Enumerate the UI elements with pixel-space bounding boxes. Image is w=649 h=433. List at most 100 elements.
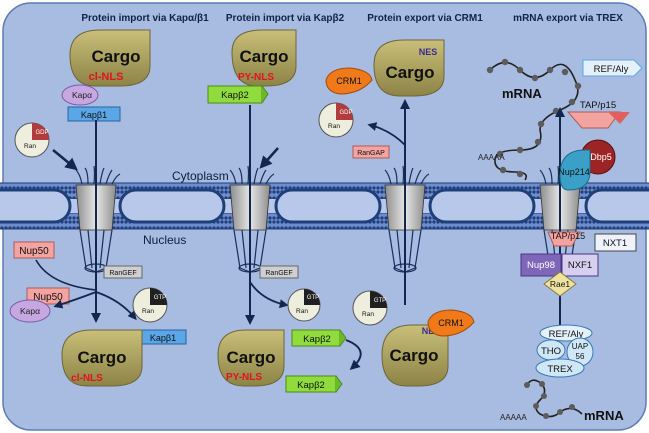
svg-text:GTP: GTP: [374, 298, 386, 304]
svg-text:Rae1: Rae1: [550, 279, 571, 289]
tap-p15-top: TAP/p15: [566, 100, 630, 129]
arrow-to-kapb2-ran: [249, 281, 289, 309]
svg-text:Cargo: Cargo: [239, 47, 288, 66]
arrow-ran-release: [367, 122, 406, 146]
svg-text:RanGEF: RanGEF: [109, 270, 136, 277]
svg-text:REF/Aly: REF/Aly: [549, 329, 584, 340]
tap-p15-bottom: TAP/p15: [547, 231, 585, 247]
mrna-label-bottom: mRNA: [584, 408, 624, 423]
svg-text:Cargo: Cargo: [385, 63, 434, 82]
nup50-top: Nup50: [13, 241, 55, 259]
header-trex: mRNA export via TREX: [513, 13, 623, 24]
kapb1-bottom: Kapβ1: [139, 329, 187, 345]
nes-label-top: NES: [419, 47, 438, 57]
svg-text:GDP: GDP: [35, 130, 48, 136]
kapa-top: Kapα: [61, 84, 99, 106]
cargo-nes-top: Cargo: [373, 39, 445, 97]
ran-gdp-col1: GDP Ran: [14, 122, 50, 158]
rangef-col1: RanGEF: [103, 265, 143, 279]
header-kapb2: Protein import via Kapβ2: [226, 13, 345, 24]
arrow-kapb2-recycle: [345, 339, 362, 371]
svg-text:THO: THO: [541, 346, 561, 357]
arrow-nup50: [35, 259, 97, 291]
svg-text:Ran: Ran: [142, 308, 154, 315]
cl-nls-label-bottom: cl-NLS: [71, 373, 103, 384]
tho: THO: [536, 339, 566, 361]
svg-text:Kapα: Kapα: [72, 90, 92, 100]
nucleus-label: Nucleus: [143, 233, 186, 247]
nxt1: NXT1: [594, 233, 637, 252]
cargo-py-nls-bottom: Cargo: [217, 329, 285, 387]
ran-gtp-col1: GTP Ran: [132, 287, 168, 323]
svg-text:Cargo: Cargo: [91, 47, 140, 66]
rae1: Rae1: [543, 271, 577, 297]
svg-text:GTP: GTP: [154, 295, 166, 301]
svg-text:Nup50: Nup50: [19, 246, 49, 257]
svg-text:TAP/p15: TAP/p15: [580, 100, 616, 111]
arrow-ran-gdp-to-pore1: [52, 149, 78, 171]
ran-gtp-col2: GTP Ran: [287, 288, 321, 322]
nuclear-envelope: [0, 182, 649, 230]
ref-aly-bottom: REF/Aly: [539, 324, 593, 342]
ran-gdp-col3: GDP Ran: [318, 102, 354, 138]
kapb2-bottom: Kapβ2: [285, 375, 343, 393]
kapb1-top: Kapβ1: [67, 106, 121, 122]
svg-text:Ran: Ran: [362, 311, 374, 318]
svg-text:Kapβ2: Kapβ2: [297, 380, 325, 391]
svg-text:Kapβ1: Kapβ1: [150, 333, 176, 343]
svg-text:Kapβ2: Kapβ2: [221, 90, 249, 101]
trex-complex: TREX: [535, 358, 585, 378]
svg-text:Dbp5: Dbp5: [590, 152, 612, 162]
svg-text:Nup98: Nup98: [527, 260, 555, 271]
arrow-kapb2-to-pore2: [259, 147, 279, 169]
rangap: RanGAP: [352, 145, 390, 159]
rangef-col2: RanGEF: [259, 265, 299, 279]
svg-text:UAP: UAP: [572, 342, 588, 351]
svg-text:CRM1: CRM1: [336, 76, 362, 86]
svg-text:Cargo: Cargo: [77, 348, 126, 367]
svg-text:Ran: Ran: [24, 143, 36, 150]
cl-nls-label-top: cl-NLS: [89, 71, 124, 83]
py-nls-label-top: PY-NLS: [238, 72, 274, 83]
crm1-top: CRM1: [325, 67, 373, 95]
svg-text:Kapβ1: Kapβ1: [81, 110, 107, 120]
svg-text:Cargo: Cargo: [226, 348, 275, 367]
mrna-top: [486, 58, 582, 181]
svg-text:GTP: GTP: [307, 295, 319, 301]
polya-label-top: AAAAA: [478, 153, 505, 162]
svg-text:Kapβ2: Kapβ2: [303, 334, 331, 345]
svg-text:Nup50: Nup50: [33, 292, 63, 303]
polya-label-bottom: AAAAA: [500, 413, 527, 422]
svg-text:RanGEF: RanGEF: [265, 270, 292, 277]
nxf1: NXF1: [561, 253, 599, 277]
kapb2-middle: Kapβ2: [291, 329, 347, 347]
svg-text:Cargo: Cargo: [389, 346, 438, 365]
svg-text:Nup214: Nup214: [558, 167, 590, 177]
ran-gtp-col3: GTP Ran: [352, 290, 388, 326]
crm1-bottom: CRM1: [427, 309, 475, 337]
nup214: Nup214: [558, 149, 591, 191]
svg-text:RanGAP: RanGAP: [357, 150, 385, 157]
kapa-bottom: Kapα: [9, 299, 51, 323]
arrow-to-kapa: [53, 291, 97, 309]
header-kapab: Protein import via Kapα/β1: [81, 13, 209, 24]
cytoplasm-label: Cytoplasm: [172, 169, 229, 183]
mrna-label-top: mRNA: [502, 86, 542, 101]
kapb2-top: Kapβ2: [207, 85, 269, 104]
svg-text:TREX: TREX: [547, 364, 573, 375]
uap56: UAP 56: [566, 337, 594, 367]
svg-text:CRM1: CRM1: [438, 318, 464, 328]
cargo-nes-bottom: Cargo: [381, 324, 449, 387]
cargo-cl-nls-top: Cargo: [69, 29, 151, 87]
svg-text:Ran: Ran: [296, 308, 308, 315]
py-nls-label-bottom: PY-NLS: [226, 372, 262, 383]
nup98: Nup98: [520, 253, 562, 277]
svg-text:NXF1: NXF1: [568, 260, 592, 271]
arrow-to-kapb1: [95, 291, 137, 321]
header-crm1: Protein export via CRM1: [367, 13, 483, 24]
ref-aly-top: REF/Aly: [582, 59, 643, 77]
svg-text:56: 56: [576, 352, 585, 361]
svg-text:Kapα: Kapα: [20, 306, 40, 316]
